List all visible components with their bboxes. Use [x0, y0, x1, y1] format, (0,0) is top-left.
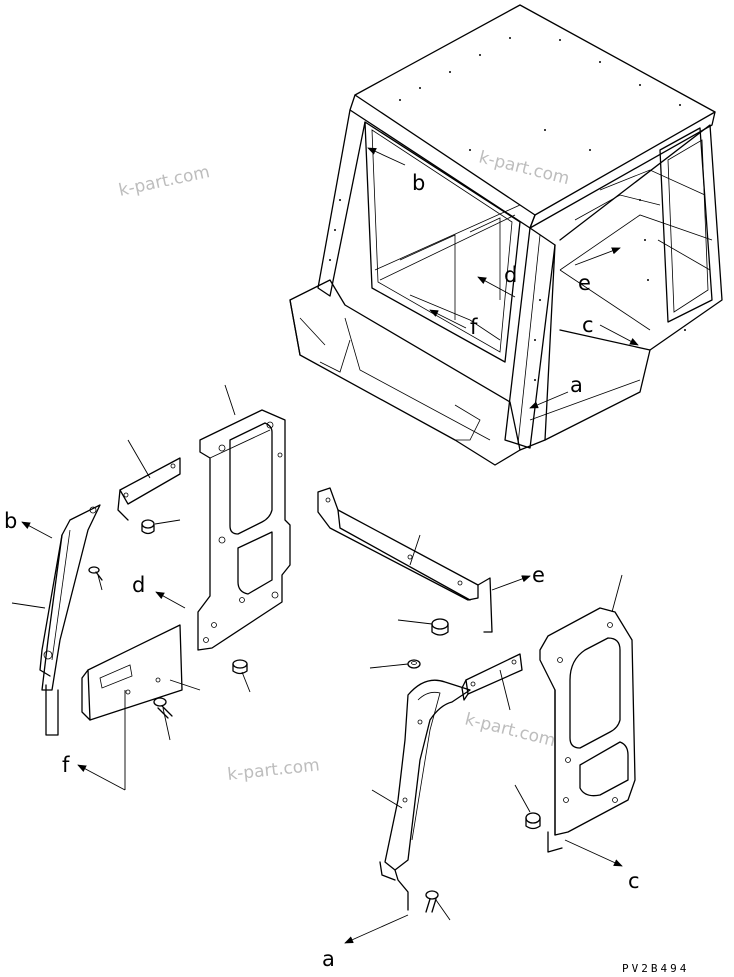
leader-lines [11, 384, 623, 921]
cab-frame [289, 4, 723, 466]
callout-a-part: a [322, 947, 335, 971]
watermarks: k-part.com k-part.com k-part.com k-part.… [117, 147, 572, 785]
screw-1 [88, 566, 103, 581]
frame-rivets [329, 199, 686, 381]
push-rivet-1 [141, 519, 155, 535]
callout-d-part: d [132, 573, 145, 597]
right-side-panel [539, 607, 636, 853]
callout-f-frame: f [470, 315, 478, 339]
callout-a-frame: a [570, 373, 583, 397]
bolt-1 [153, 697, 173, 719]
callout-b-part: b [4, 509, 17, 533]
callout-c-frame: c [582, 313, 594, 337]
callout-f-part: f [62, 753, 70, 777]
left-pillar-trim [39, 504, 101, 736]
small-bracket-plate [117, 457, 181, 521]
small-plate-right [461, 653, 523, 701]
callout-b-frame: b [412, 171, 425, 195]
watermark-3: k-part.com [226, 755, 320, 785]
roof-rivets [399, 37, 681, 151]
lower-cover-plate [81, 624, 183, 721]
callout-e-part: e [532, 563, 545, 587]
callout-e-frame: e [578, 271, 591, 295]
bolt-2 [425, 890, 439, 913]
clip-1 [407, 659, 421, 669]
upper-rail-trim [317, 487, 493, 633]
callout-labels: b d f e c a b d f e c a [4, 171, 640, 971]
watermark-4: k-part.com [463, 709, 558, 751]
callout-d-frame: d [504, 263, 517, 287]
watermark-1: k-part.com [117, 162, 212, 201]
push-rivet-3 [431, 618, 449, 636]
center-pillar-trim [379, 679, 471, 911]
push-rivet-4 [525, 812, 541, 830]
direction-arrows [21, 147, 639, 944]
watermark-2: k-part.com [477, 147, 572, 189]
left-side-panel [197, 409, 291, 651]
drawing-code: PV2B494 [622, 962, 689, 975]
callout-c-part: c [628, 869, 640, 893]
push-rivet-2 [232, 659, 248, 675]
